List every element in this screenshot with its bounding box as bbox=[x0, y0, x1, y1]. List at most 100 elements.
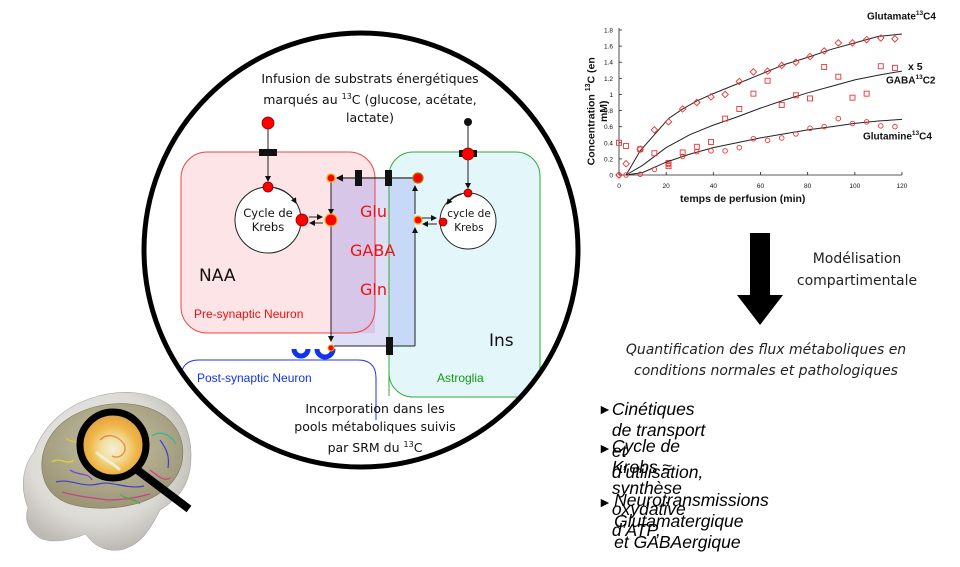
bullet-text: Cinétiques de transport et d’utilisation… bbox=[612, 399, 718, 483]
fit-line-glutamate13c4 bbox=[625, 33, 903, 176]
data-point-glutamine bbox=[679, 153, 686, 160]
series-label-main: Glutamine bbox=[863, 131, 912, 143]
data-point-glutamine bbox=[750, 135, 757, 142]
data-point-glutamate bbox=[678, 105, 687, 113]
data-point-gaba bbox=[764, 77, 771, 84]
infusion-line-1: Infusion de substrats énergétiques bbox=[261, 71, 479, 86]
krebs-node bbox=[438, 217, 448, 227]
series-label-tail: C2 bbox=[922, 75, 936, 87]
metabolite-gaba: GABA bbox=[350, 241, 396, 260]
krebs-node bbox=[262, 181, 274, 193]
metabolite-glu: Glu bbox=[360, 202, 387, 221]
y-tick-label: 1.2 bbox=[604, 76, 613, 83]
receptor-icon bbox=[291, 348, 311, 359]
transporter bbox=[385, 170, 392, 186]
data-point-glutamine bbox=[778, 135, 785, 141]
quantification-line-1: Quantification des flux métaboliques en bbox=[625, 342, 907, 358]
data-point-gaba bbox=[835, 73, 842, 80]
y-tick-label: 0.4 bbox=[604, 140, 613, 147]
data-point-gaba bbox=[750, 90, 757, 97]
data-point-glutamate bbox=[834, 39, 843, 47]
krebs-left-label: Cycle de Krebs bbox=[236, 206, 300, 234]
data-point-gaba bbox=[736, 105, 743, 112]
data-point-glutamate bbox=[820, 47, 829, 55]
pool-node bbox=[324, 213, 338, 227]
isotope-superscript: 13 bbox=[403, 440, 414, 449]
data-point-glutamine bbox=[623, 172, 629, 178]
bullet-marker-icon: ► bbox=[598, 401, 612, 417]
x-tick-label: 20 bbox=[663, 183, 671, 190]
series-label-gaba: GABA13C2 bbox=[886, 74, 935, 86]
bullet-marker-icon: ► bbox=[598, 494, 612, 510]
data-point-glutamine bbox=[616, 172, 622, 178]
y-tick-label: 1.8 bbox=[604, 28, 613, 35]
incorporation-line-3: par SRM du 13C bbox=[250, 436, 500, 457]
y-tick-label: 1.4 bbox=[604, 60, 613, 67]
bullet-line: d’ATP, bbox=[611, 520, 661, 540]
data-point-glutamate bbox=[735, 77, 744, 86]
data-point-glutamate bbox=[848, 39, 857, 47]
data-point-glutamate bbox=[664, 117, 673, 126]
bullet-marker-icon: ► bbox=[598, 440, 612, 456]
data-point-glutamate bbox=[650, 126, 659, 134]
series-label-tail: C4 bbox=[919, 131, 932, 143]
data-point-glutamine bbox=[665, 161, 672, 168]
data-point-glutamate bbox=[707, 93, 715, 101]
data-point-glutamate bbox=[862, 35, 871, 44]
data-point-glutamine bbox=[821, 123, 827, 130]
incorporation-line-2: pools métaboliques suivis bbox=[294, 419, 456, 434]
data-point-gaba bbox=[792, 92, 799, 99]
data-point-glutamate bbox=[876, 34, 885, 42]
data-point-gaba bbox=[651, 150, 658, 157]
modelisation-line-1: Modélisation bbox=[812, 251, 902, 267]
chart-xlabel: temps de perfusion (min) bbox=[680, 193, 806, 205]
y-tick-label: 0.2 bbox=[604, 156, 613, 163]
transporter bbox=[259, 149, 277, 156]
data-point-glutamate bbox=[749, 68, 758, 76]
data-point-glutamine bbox=[807, 125, 813, 132]
data-point-gaba bbox=[877, 63, 884, 70]
series-label-sup: 13 bbox=[915, 74, 923, 81]
y-tick-label: 1.6 bbox=[604, 44, 613, 51]
data-point-glutamine bbox=[637, 171, 643, 177]
data-point-gaba bbox=[665, 159, 672, 166]
data-point-glutamine bbox=[863, 119, 870, 125]
series-label-glutamate: Glutamate13C4 bbox=[867, 10, 936, 22]
receptor-icon bbox=[314, 348, 336, 360]
data-point-gaba bbox=[807, 95, 813, 102]
pool-node bbox=[412, 172, 424, 184]
krebs-left-line-2: Krebs bbox=[251, 220, 285, 234]
presynaptic-label: Pre-synaptic Neuron bbox=[194, 307, 304, 321]
x-tick-label: 40 bbox=[710, 183, 718, 190]
naa-label: NAA bbox=[199, 266, 236, 286]
activation-region bbox=[83, 416, 143, 476]
data-point-glutamine bbox=[835, 115, 842, 122]
x-tick-label: 80 bbox=[804, 183, 812, 190]
data-point-glutamine bbox=[878, 123, 884, 129]
transporter bbox=[355, 170, 362, 186]
substrate-node bbox=[261, 116, 275, 130]
modelisation-line-2: compartimentale bbox=[796, 273, 918, 289]
fit-line-gaba13c2 bbox=[625, 70, 903, 176]
data-point-glutamate bbox=[777, 61, 786, 70]
bullet-line: Cinétiques de transport et d’utilisation… bbox=[611, 399, 706, 482]
data-point-glutamate bbox=[721, 90, 729, 99]
bullet-line: Neurotransmissions Glutamatergique bbox=[614, 490, 769, 531]
incorporation-line-3-b: C bbox=[413, 440, 423, 456]
pool-node bbox=[413, 215, 423, 225]
zoom-circle bbox=[141, 30, 581, 470]
bullet-line: Cycle de Krebs ≈ synthèse oxydative bbox=[611, 436, 686, 519]
data-point-glutamine bbox=[849, 120, 856, 127]
series-label-sup: 13 bbox=[915, 10, 924, 17]
series-label-main: Glutamate bbox=[867, 11, 916, 23]
ins-label: Ins bbox=[489, 331, 514, 351]
postsynaptic-label: Post-synaptic Neuron bbox=[197, 371, 312, 385]
metabolite-gln: Gln bbox=[360, 280, 387, 299]
bullet-line: et GABAergique bbox=[614, 532, 741, 552]
